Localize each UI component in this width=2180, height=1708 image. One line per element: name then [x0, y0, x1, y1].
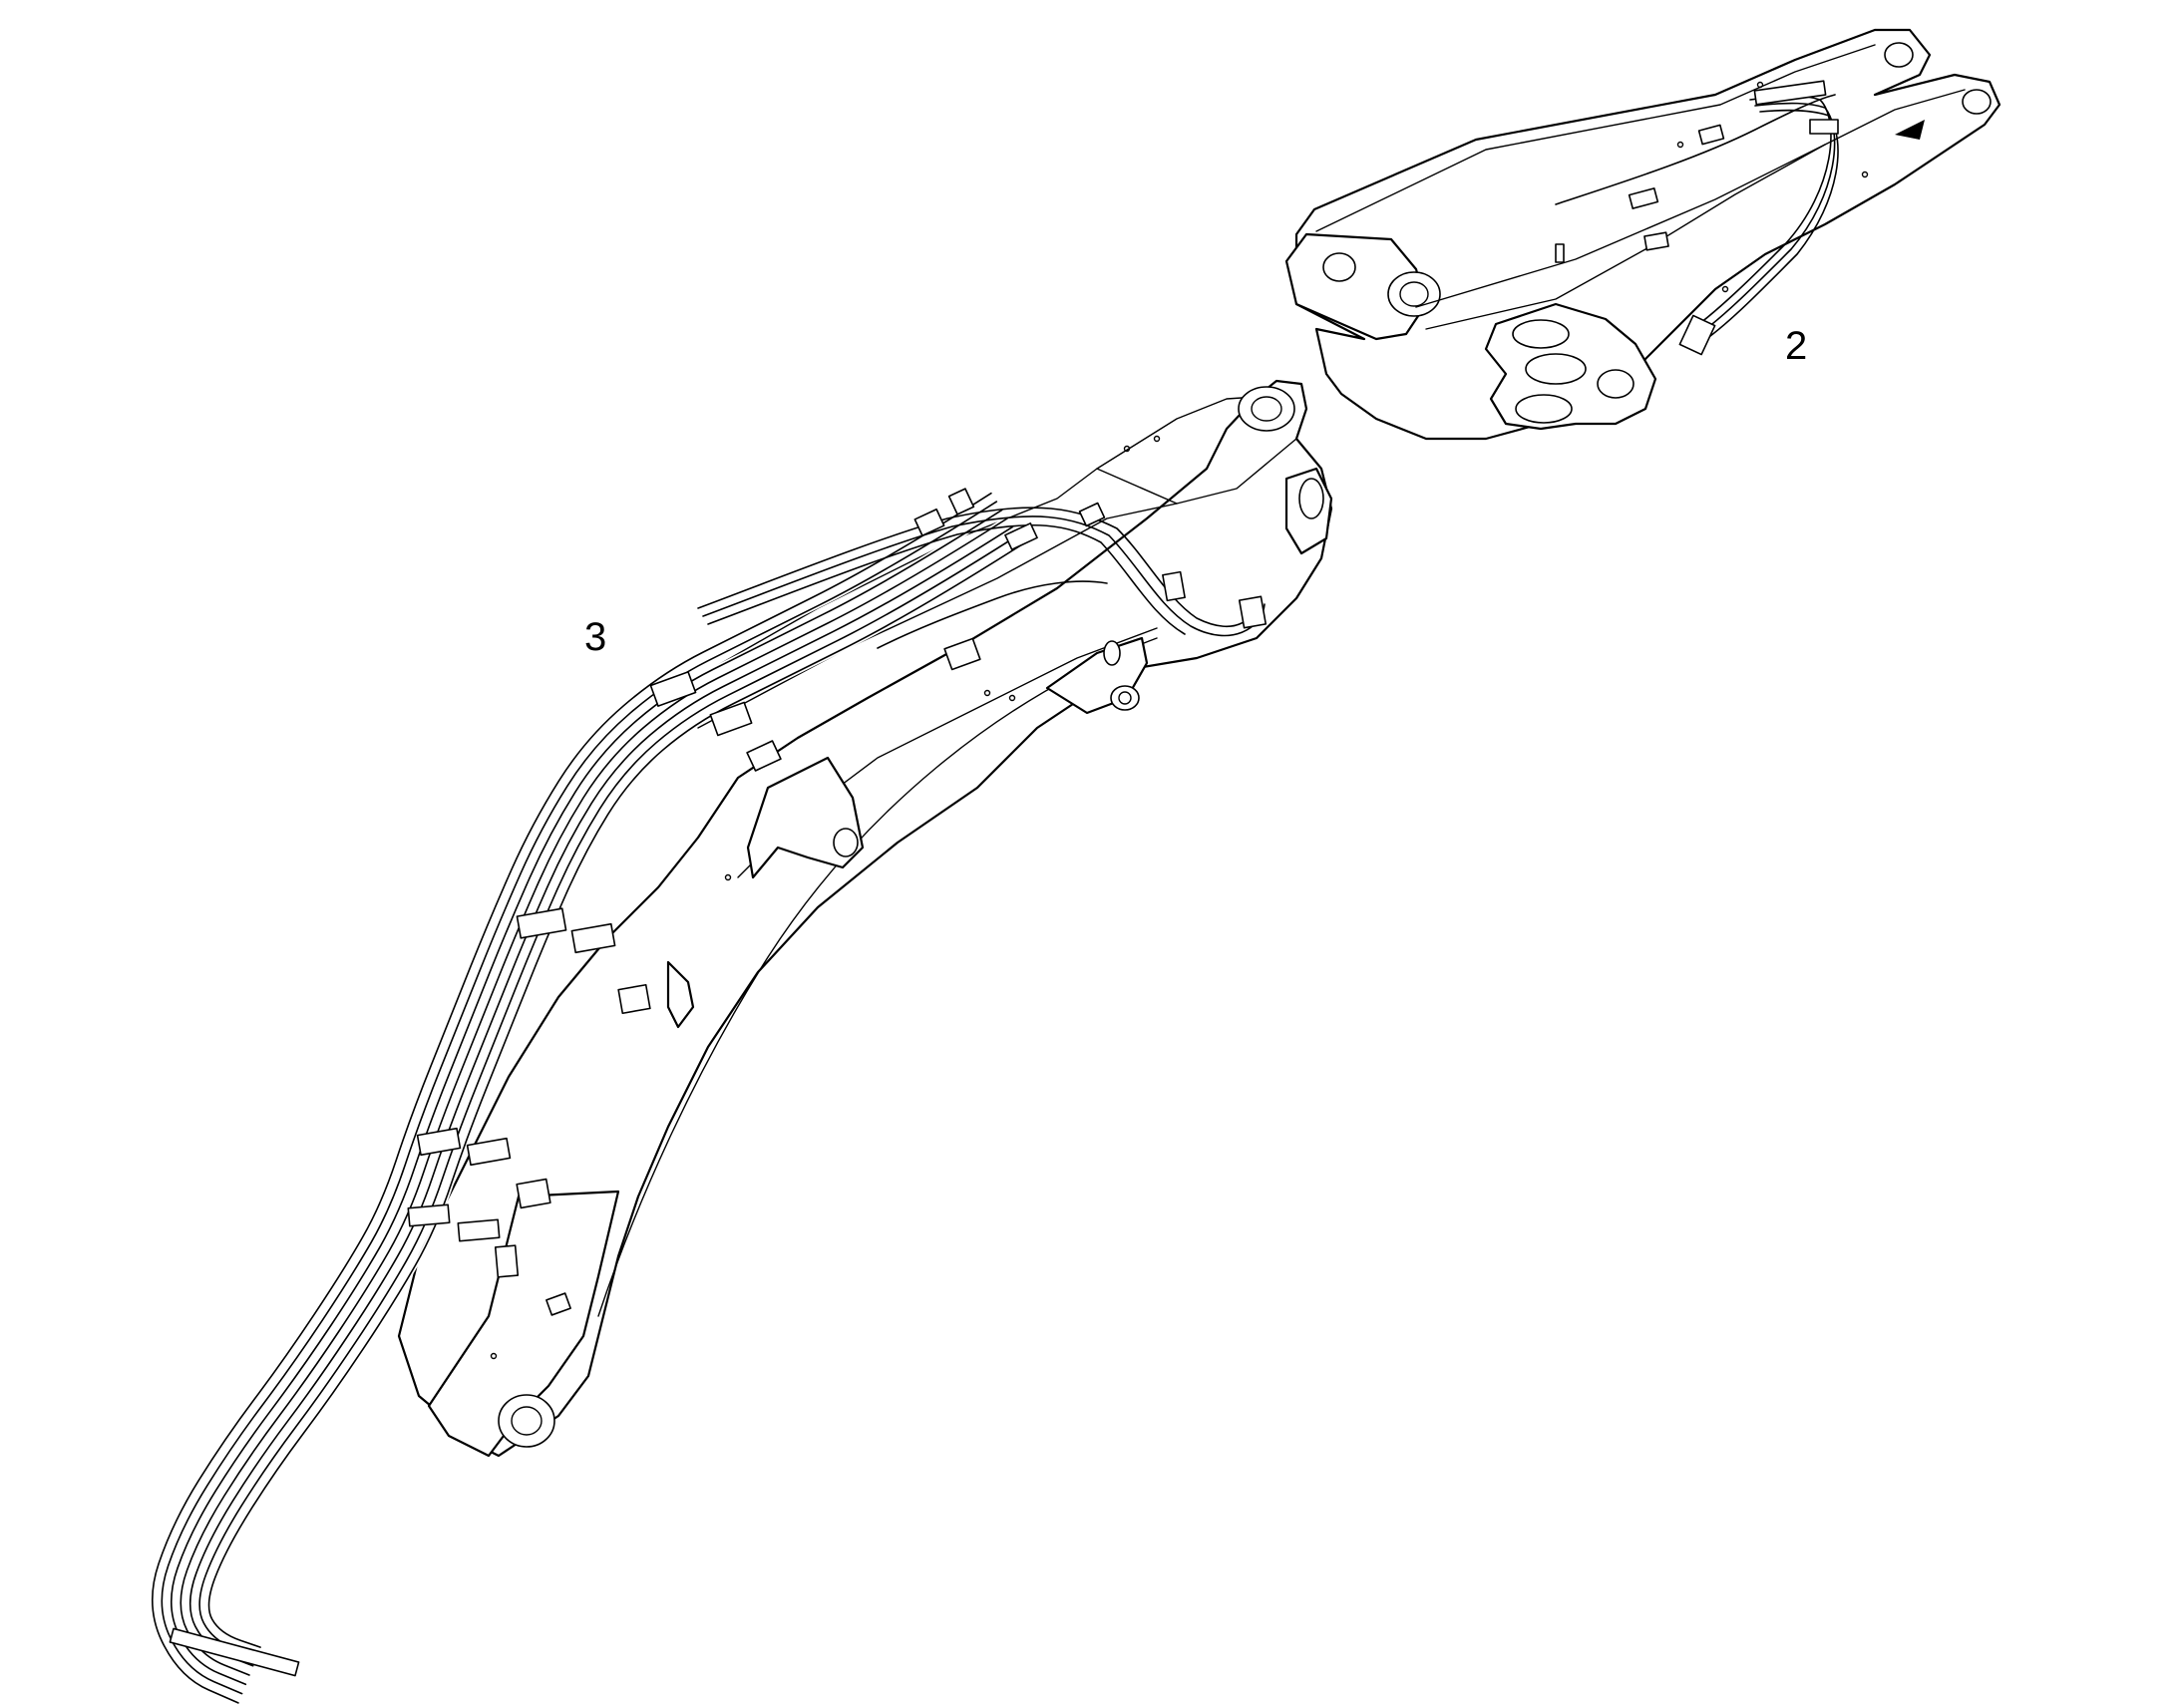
arm-left-bore: [1387, 271, 1441, 317]
boom-upper-line: [697, 503, 1178, 729]
callout-2: 2: [1785, 324, 1807, 368]
boom-hose: [207, 542, 1024, 1648]
boom-underside-curve: [597, 637, 1158, 1317]
arm-top-bore: [1884, 42, 1914, 68]
arm-side-line: [1415, 89, 1966, 308]
arm-left-bore-2: [1322, 252, 1356, 282]
arm-block-2: [1628, 187, 1659, 209]
boom-clamp: [466, 1137, 512, 1167]
boom-bracket-pin: [1103, 640, 1121, 666]
boom-hole: [1123, 445, 1131, 453]
arm-block-4: [1555, 243, 1565, 263]
arm-hole: [1676, 141, 1684, 149]
hose-end-fittings: [169, 1627, 300, 1677]
upper-hose-3: [707, 523, 1186, 635]
arm-block-3: [1643, 231, 1669, 251]
callout-3: 3: [584, 615, 606, 659]
boom-clamp: [649, 671, 697, 707]
boom-hole: [490, 1352, 498, 1360]
arm-block-1: [1697, 124, 1725, 146]
linkage-bore-low: [1515, 394, 1573, 424]
linkage-pin: [1597, 369, 1635, 399]
boom-hose: [198, 534, 1019, 1658]
boom-mid-bore: [833, 828, 859, 857]
arm-clamp-lower: [1678, 314, 1716, 356]
boom-side-lug-bore: [1298, 478, 1324, 519]
boom-clamp: [943, 637, 981, 671]
boom-clamp: [1004, 522, 1038, 550]
arm-hose-2: [1691, 102, 1836, 340]
boom-hose: [180, 517, 1008, 1676]
boom-top-boss-inner: [1251, 396, 1282, 422]
boom-foot-boss: [498, 1394, 555, 1448]
arm-tip-bore: [1962, 89, 1992, 115]
boom-hose: [161, 501, 998, 1695]
boom-clamp: [709, 701, 753, 737]
boom-clamp: [746, 740, 782, 772]
boom-top-boss: [1238, 386, 1295, 432]
boom-clamp: [570, 922, 616, 954]
boom-hole: [983, 689, 991, 697]
boom-clamp: [516, 907, 567, 939]
arm-hole: [1861, 171, 1869, 178]
boom-clamp: [407, 1203, 451, 1227]
linkage-bore-mid: [1525, 353, 1587, 385]
boom-clamp: [416, 1127, 462, 1157]
arm-bracket-mark: [1895, 120, 1925, 140]
boom-hole: [1008, 694, 1016, 702]
boom-clamp: [516, 1178, 551, 1209]
boom-bracket-bore: [1110, 685, 1140, 711]
arm-hose-3: [1698, 109, 1839, 345]
boom-hole: [724, 873, 732, 881]
arm-clamp-mid: [1809, 119, 1839, 135]
boom-hole: [1153, 435, 1161, 443]
linkage-bore-top: [1512, 319, 1570, 349]
boom-hose: [188, 525, 1014, 1667]
boom-hose-bundle: [150, 491, 1026, 1706]
arm-hole: [1721, 285, 1729, 293]
arm-left-bore-inner: [1399, 281, 1429, 307]
boom-clamp: [1238, 595, 1268, 629]
boom-bracket-bore-inner: [1118, 691, 1132, 705]
boom-hose: [152, 492, 992, 1704]
boom-clamp: [947, 488, 975, 515]
arm-side-line-2: [1425, 144, 1826, 330]
boom-small-bracket: [666, 960, 695, 1029]
boom-clamp: [617, 983, 651, 1015]
arm-top-plate: [1315, 44, 1876, 232]
boom-assembly-item-3: [397, 379, 1333, 1458]
arm-hole: [1756, 81, 1764, 89]
boom-clamp: [913, 508, 945, 537]
boom-clamps: [169, 488, 1268, 1677]
arm-assembly-item-2: [1284, 28, 2001, 441]
boom-clamp: [1078, 502, 1106, 527]
boom-hose: [170, 509, 1003, 1686]
boom-foot-tab: [545, 1292, 571, 1316]
arm-hose-4: [1555, 94, 1836, 205]
boom-foot-boss-inner: [511, 1406, 543, 1436]
boom-clamp: [1162, 570, 1186, 602]
boom-clamp: [494, 1244, 520, 1278]
upper-hose-4: [877, 580, 1108, 649]
boom-clamp: [457, 1218, 501, 1242]
arm-clamp-top: [1753, 80, 1827, 106]
